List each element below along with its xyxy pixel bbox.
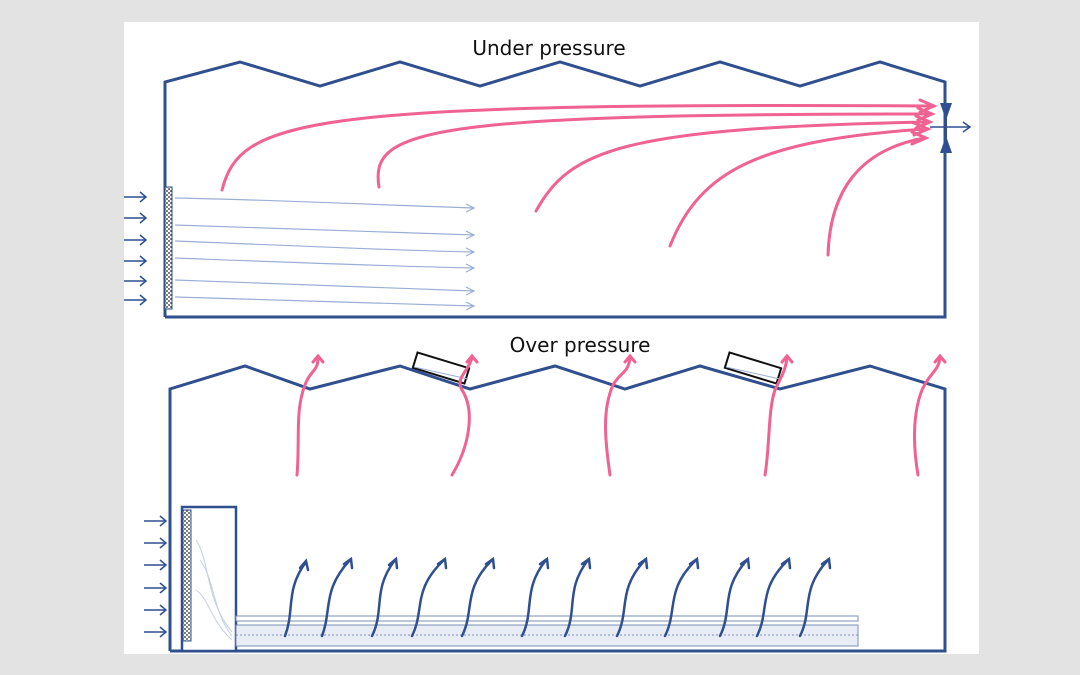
inlet-arrows-over	[144, 515, 168, 638]
arrow-right-icon	[124, 275, 148, 287]
under-pressure-title: Under pressure	[472, 36, 626, 60]
air-duct	[235, 615, 859, 647]
arrow-right-icon	[144, 604, 168, 616]
warm-air-stream	[376, 112, 932, 189]
warm-air-flow-over	[295, 353, 947, 477]
arrow-right-icon	[124, 234, 148, 246]
greenhouse-outline-over	[168, 364, 947, 653]
warm-air-stream	[763, 356, 789, 477]
arrow-up-icon	[615, 556, 649, 638]
arrow-right-icon	[124, 294, 148, 306]
exhaust-arrow	[930, 121, 972, 133]
warm-air-stream	[826, 136, 926, 257]
warm-air-stream	[604, 356, 632, 477]
arrow-up-icon	[320, 556, 354, 638]
arrow-right-icon	[144, 537, 168, 549]
cooling-pad-icon	[164, 186, 173, 310]
arrow-up-icon	[563, 556, 592, 638]
under-pressure-section	[124, 60, 972, 319]
arrow-right-icon	[144, 582, 168, 594]
arrow-right-icon	[144, 515, 168, 527]
greenhouse-outline-under	[163, 60, 947, 319]
cool-air-flow	[174, 197, 476, 311]
arrow-right-icon	[144, 626, 168, 638]
arrow-up-icon	[798, 556, 832, 638]
arrow-up-icon	[663, 556, 700, 638]
figure-panel	[124, 22, 979, 654]
arrow-up-icon	[370, 556, 399, 638]
arrow-up-icon	[283, 558, 310, 638]
arrow-right-icon	[124, 212, 148, 224]
warm-air-stream	[295, 356, 320, 477]
arrow-up-icon	[755, 556, 792, 638]
arrow-right-icon	[144, 559, 168, 571]
warm-air-stream	[534, 120, 930, 213]
over-pressure-title: Over pressure	[509, 333, 651, 357]
arrow-up-icon	[718, 556, 751, 638]
warm-air-stream	[913, 356, 942, 477]
arrow-up-icon	[520, 556, 550, 638]
arrow-up-icon	[460, 556, 496, 638]
duct-air-arrows	[283, 556, 832, 638]
arrow-right-icon	[124, 255, 148, 267]
inlet-arrows-under	[124, 191, 148, 306]
arrow-right-icon	[124, 191, 148, 203]
warm-air-stream	[668, 127, 928, 248]
warm-air-stream	[220, 103, 934, 192]
fan-icon	[940, 103, 952, 153]
arrow-up-icon	[410, 556, 448, 638]
warm-air-stream	[450, 356, 474, 477]
warm-air-flow-under	[220, 98, 938, 257]
cooling-pad-icon	[182, 509, 192, 642]
roof-vent-icon	[723, 351, 783, 385]
air-distribution-in-housing	[195, 539, 233, 641]
over-pressure-section	[144, 351, 947, 653]
roof-vent-icon	[411, 351, 471, 385]
